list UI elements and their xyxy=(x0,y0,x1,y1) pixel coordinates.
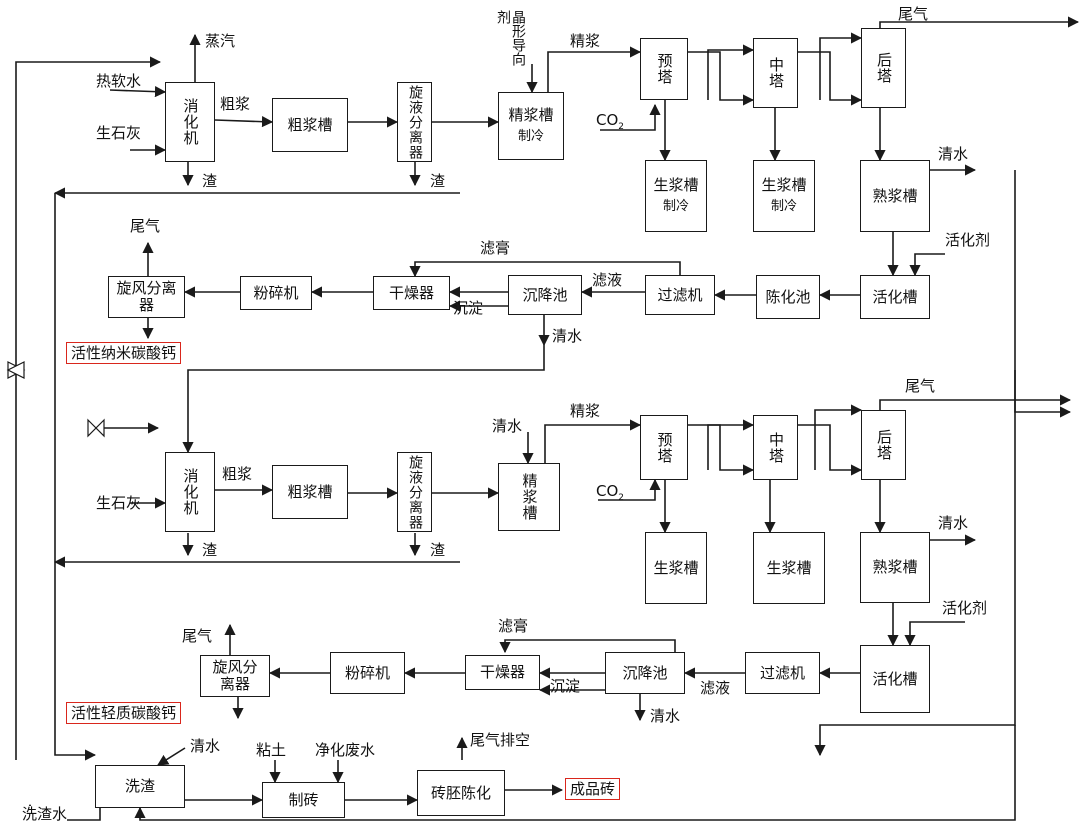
label-clear-water-in-2: 清水 xyxy=(492,417,523,435)
dryer-1: 干燥器 xyxy=(373,276,450,310)
mid-tower-1: 中塔 xyxy=(753,38,798,108)
aging-pool-1: 陈化池 xyxy=(756,275,820,319)
pre-tower-1: 预塔 xyxy=(640,38,688,100)
product-light-caco3: 活性轻质碳酸钙 xyxy=(66,702,182,724)
separator-2: 旋液分离器 xyxy=(397,452,432,532)
mature-tank-2: 熟浆槽 xyxy=(860,532,930,603)
crusher-1: 粉碎机 xyxy=(240,276,312,310)
fine-tank-2: 精浆槽 xyxy=(498,463,560,531)
mid-tower-2: 中塔 xyxy=(753,415,798,480)
label-quicklime-2: 生石灰 xyxy=(96,494,142,512)
label-clear-water-3: 清水 xyxy=(190,737,221,755)
filter-1: 过滤机 xyxy=(645,275,715,315)
pre-tower-2: 预塔 xyxy=(640,415,688,480)
post-tower-1: 后塔 xyxy=(861,28,906,108)
label-slag-2b: 渣 xyxy=(430,541,446,559)
label-crystal-agent: 晶形导向剂 xyxy=(495,10,526,66)
activation-tank-1: 活化槽 xyxy=(860,275,930,319)
label-filtrate-1: 滤液 xyxy=(592,271,623,289)
label-clear-water-1b: 清水 xyxy=(552,327,583,345)
crude-tank-1: 粗浆槽 xyxy=(272,98,348,152)
label-filter-cake-1: 滤膏 xyxy=(480,239,511,257)
label-co2-2: CO2 xyxy=(596,482,625,504)
label-slag-2a: 渣 xyxy=(202,541,218,559)
label-activator-1: 活化剂 xyxy=(945,231,991,249)
activation-tank-2: 活化槽 xyxy=(860,645,930,713)
label-precipitate-2: 沉淀 xyxy=(550,677,581,695)
settling-pool-2: 沉降池 xyxy=(605,652,685,694)
separator-1: 旋液分离器 xyxy=(397,82,432,162)
crusher-2: 粉碎机 xyxy=(330,652,405,694)
label-co2-1: CO2 xyxy=(596,111,625,133)
label-tail-gas-vent: 尾气排空 xyxy=(470,731,531,749)
label-crude-slurry-1: 粗浆 xyxy=(220,95,251,113)
raw-tank-1b: 生浆槽 制冷 xyxy=(753,160,815,232)
label-filter-cake-2: 滤膏 xyxy=(498,617,529,635)
label-slag-1b: 渣 xyxy=(430,172,446,190)
slag-wash-unit: 洗渣 xyxy=(95,765,185,808)
label-precipitate-1: 沉淀 xyxy=(453,299,484,317)
slaker-1: 消化机 xyxy=(165,82,215,162)
label-slag-1a: 渣 xyxy=(202,172,218,190)
label-filtrate-2: 滤液 xyxy=(700,679,731,697)
label-crude-slurry-2: 粗浆 xyxy=(222,465,253,483)
raw-tank-2b: 生浆槽 xyxy=(753,532,825,604)
dryer-2: 干燥器 xyxy=(465,655,540,690)
label-clear-water-2: 清水 xyxy=(938,514,969,532)
raw-tank-1a: 生浆槽 制冷 xyxy=(645,160,707,232)
product-finished-brick: 成品砖 xyxy=(565,778,621,800)
raw-tank-2a: 生浆槽 xyxy=(645,532,707,604)
label-hot-soft-water: 热软水 xyxy=(96,72,142,90)
slaker-2: 消化机 xyxy=(165,452,215,532)
product-nano-caco3: 活性纳米碳酸钙 xyxy=(66,342,182,364)
cyclone-2: 旋风分离器 xyxy=(200,655,270,697)
filter-2: 过滤机 xyxy=(745,652,820,694)
crude-tank-2: 粗浆槽 xyxy=(272,465,348,519)
label-fine-slurry-2: 精浆 xyxy=(570,402,601,420)
label-activator-2: 活化剂 xyxy=(942,599,988,617)
label-clay: 粘土 xyxy=(256,741,287,759)
brick-making-unit: 制砖 xyxy=(262,782,345,818)
fine-tank-1: 精浆槽 制冷 xyxy=(498,92,564,160)
post-tower-2: 后塔 xyxy=(861,410,906,480)
mature-tank-1: 熟浆槽 xyxy=(860,160,930,232)
label-clear-water-2b: 清水 xyxy=(650,707,681,725)
label-clear-water-1: 清水 xyxy=(938,145,969,163)
label-tail-gas-2b: 尾气 xyxy=(182,627,213,645)
label-tail-gas-2: 尾气 xyxy=(905,377,936,395)
brick-aging-unit: 砖胚陈化 xyxy=(417,770,505,816)
label-wash-water: 洗渣水 xyxy=(22,805,68,823)
cyclone-1: 旋风分离器 xyxy=(108,276,185,318)
label-tail-gas-1b: 尾气 xyxy=(130,217,161,235)
label-purified-wastewater: 净化废水 xyxy=(315,741,376,759)
label-quicklime-1: 生石灰 xyxy=(96,124,142,142)
label-tail-gas-1: 尾气 xyxy=(898,5,929,23)
label-steam: 蒸汽 xyxy=(205,32,236,50)
label-fine-slurry-1: 精浆 xyxy=(570,32,601,50)
settling-pool-1: 沉降池 xyxy=(508,275,582,315)
